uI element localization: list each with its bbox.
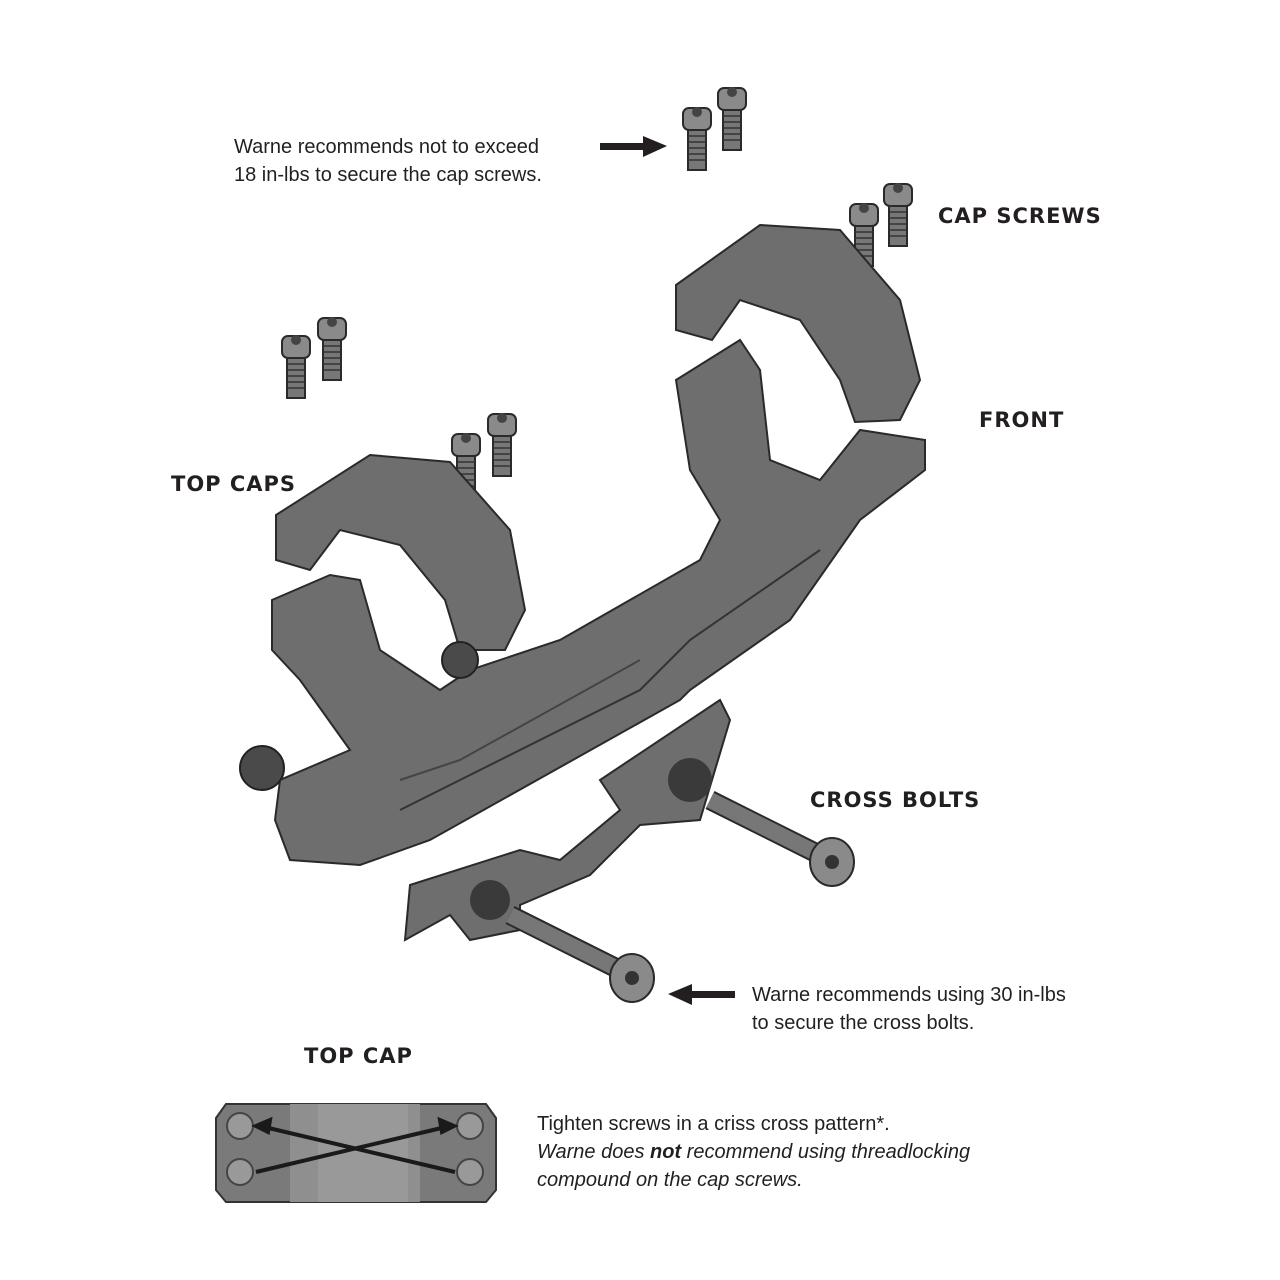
cap-screw-icon xyxy=(281,316,347,399)
note-line: Warne recommends using 30 in-lbs xyxy=(752,984,1066,1006)
cross-bolt-icon xyxy=(705,791,855,887)
cap-screw-icon xyxy=(682,86,747,171)
label-top-caps: TOP CAPS xyxy=(171,472,297,496)
note-line: Tighten screws in a criss cross pattern*… xyxy=(537,1113,890,1135)
arrow-left-icon xyxy=(668,984,735,1005)
note-line: Warne does not recommend using threadloc… xyxy=(537,1138,970,1166)
cross-bolt-clamp xyxy=(403,698,732,942)
nut-icon xyxy=(239,745,285,791)
label-cross-bolts: CROSS BOLTS xyxy=(810,788,981,812)
note-emphasis: not xyxy=(650,1141,682,1163)
note-text: recommend using threadlocking xyxy=(681,1141,971,1163)
cap-screw-torque-note: Warne recommends not to exceed 18 in-lbs… xyxy=(234,133,542,189)
criss-cross-arrows-icon xyxy=(251,1116,459,1174)
mount-base xyxy=(271,338,926,867)
cross-bolt-icon xyxy=(505,906,655,1003)
note-line: compound on the cap screws. xyxy=(537,1169,803,1191)
arrow-right-icon xyxy=(600,136,667,157)
note-line: to secure the cross bolts. xyxy=(752,1012,975,1034)
top-cap-top-view xyxy=(215,1103,497,1203)
front-top-cap xyxy=(675,223,922,424)
label-top-cap: TOP CAP xyxy=(304,1044,413,1068)
note-line: 18 in-lbs to secure the cap screws. xyxy=(234,164,542,186)
screw-head-icon xyxy=(226,1112,484,1186)
label-cap-screws: CAP SCREWS xyxy=(938,204,1102,228)
note-line: Warne recommends not to exceed xyxy=(234,136,539,158)
criss-cross-note: Tighten screws in a criss cross pattern*… xyxy=(537,1110,970,1194)
label-front: FRONT xyxy=(979,408,1065,432)
cross-bolt-torque-note: Warne recommends using 30 in-lbs to secu… xyxy=(752,981,1066,1037)
note-text: Warne does xyxy=(537,1141,651,1163)
nut-icon xyxy=(441,641,479,679)
